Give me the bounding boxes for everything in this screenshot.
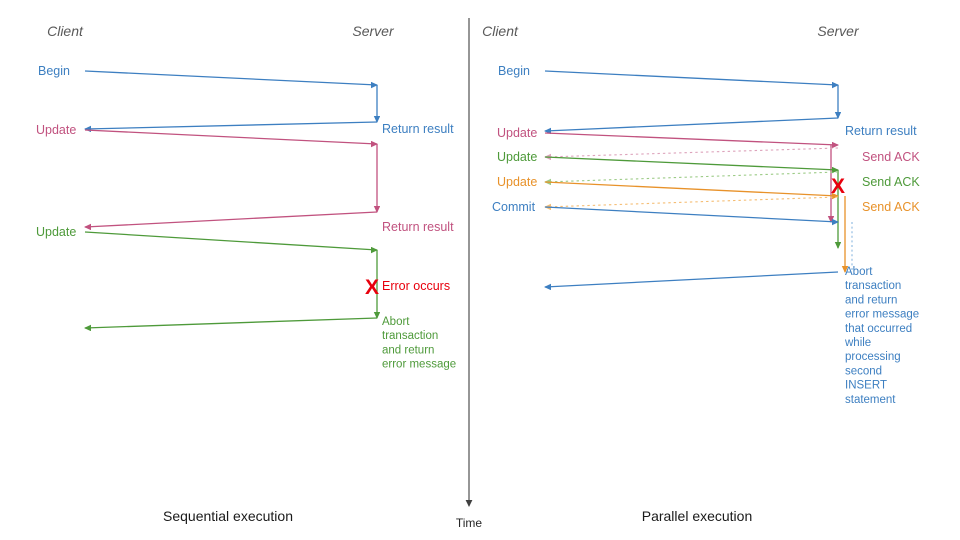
time-axis-label: Time [456, 516, 483, 530]
message-arrow [544, 206, 839, 226]
message-label: Return result [382, 122, 454, 136]
note-line: error message [845, 309, 919, 321]
lane-title-client: Client [47, 23, 84, 39]
note-text-block: Abort transaction and return error message t… [844, 266, 919, 406]
message-label: Return result [382, 220, 454, 234]
panel-caption: Sequential execution [163, 508, 293, 524]
lane-title-server: Server [817, 23, 860, 39]
message-label: Send ACK [862, 150, 920, 164]
note-line: Abort [382, 316, 410, 328]
message-arrow [544, 181, 839, 200]
note-line: error message [382, 359, 456, 371]
message-arrow [84, 70, 378, 89]
note-line: and return [382, 344, 434, 356]
message-label: Update [497, 150, 537, 164]
message-label: Return result [845, 124, 917, 138]
note-line: transaction [382, 330, 438, 342]
error-occurs-label: Error occurs [382, 279, 450, 293]
message-arrow [84, 231, 378, 254]
message-arrow [84, 211, 378, 231]
message-label: Send ACK [862, 175, 920, 189]
message-arrow [544, 271, 839, 291]
message-label: Send ACK [862, 200, 920, 214]
message-arrow [84, 121, 378, 133]
message-label: Commit [492, 200, 536, 214]
message-label: Begin [498, 64, 530, 78]
time-axis: Time [456, 18, 483, 530]
message-label: Update [497, 175, 537, 189]
message-arrow [544, 171, 839, 186]
lane-title-server: Server [352, 23, 395, 39]
note-line: transaction [845, 280, 901, 292]
panel-caption: Parallel execution [642, 508, 753, 524]
note-line: and return [845, 294, 897, 306]
error-x-icon: X [831, 175, 845, 198]
note-line: second [845, 365, 882, 377]
message-arrow [544, 132, 839, 149]
error-x-icon: X [365, 276, 379, 299]
message-arrow [544, 70, 839, 89]
message-arrow [544, 196, 839, 211]
message-arrow [544, 156, 839, 174]
note-line: that occurred [845, 323, 912, 335]
time-axis-arrowhead [465, 500, 473, 507]
message-arrow [544, 147, 839, 161]
note-line: INSERT [845, 380, 887, 392]
message-arrow [84, 317, 378, 332]
note-line: processing [845, 351, 901, 363]
note-line: statement [845, 394, 896, 406]
lane-title-client: Client [482, 23, 519, 39]
note-line: Abort [845, 266, 873, 278]
note-text-block: Abort transaction and return error message [382, 316, 456, 371]
message-label: Update [36, 225, 76, 239]
note-line: while [844, 337, 871, 349]
message-arrow [544, 117, 839, 135]
message-arrow [84, 129, 378, 148]
message-label: Begin [38, 64, 70, 78]
message-label: Update [497, 126, 537, 140]
message-label: Update [36, 123, 76, 137]
